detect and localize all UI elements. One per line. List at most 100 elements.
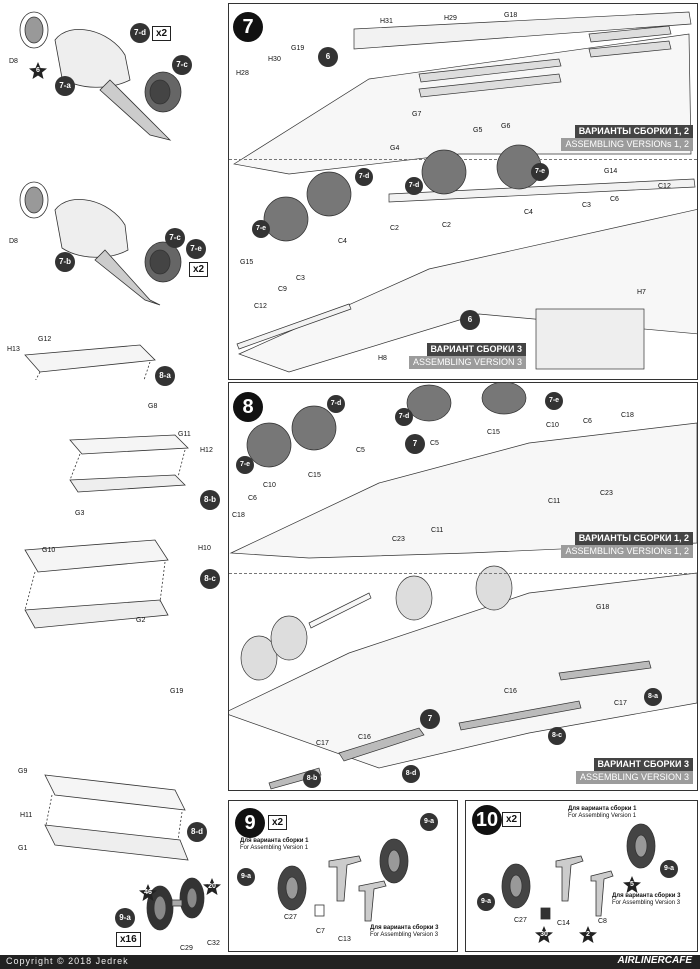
note-en: For Assembling Version 1 bbox=[568, 813, 637, 819]
part-label: G6 bbox=[501, 123, 511, 130]
brand-logo: AIRLINERCAFE bbox=[617, 955, 692, 966]
part-label: C16 bbox=[504, 688, 517, 695]
step-number: 10 bbox=[472, 805, 502, 835]
subassembly-badge: 9-a bbox=[420, 813, 438, 831]
part-label: C3 bbox=[582, 202, 591, 209]
subassembly-badge: 7-d bbox=[355, 168, 373, 186]
quantity-badge: x16 bbox=[116, 932, 141, 947]
subassembly-badge: 7-e bbox=[252, 220, 270, 238]
part-label: C12 bbox=[254, 303, 267, 310]
left-flap-diagrams bbox=[24, 434, 205, 931]
subassembly-badge: 8-b bbox=[303, 770, 321, 788]
part-label: G10 bbox=[42, 547, 56, 554]
part-label: G5 bbox=[473, 127, 483, 134]
part-label: C15 bbox=[487, 429, 500, 436]
subassembly-badge: 7-d bbox=[395, 408, 413, 426]
part-label: C16 bbox=[358, 734, 371, 741]
paint-ref-star: 46 bbox=[138, 884, 158, 902]
version-banner: ВАРИАНТЫ СБОРКИ 1, 2 ASSEMBLING VERSIONs… bbox=[545, 532, 693, 558]
banner-en: ASSEMBLING VERSIONs 1, 2 bbox=[561, 545, 693, 558]
part-label: C8 bbox=[598, 918, 607, 925]
divider bbox=[229, 159, 697, 160]
part-label: C11 bbox=[548, 498, 561, 505]
part-label: G9 bbox=[18, 768, 28, 775]
subassembly-badge: 7-c bbox=[165, 228, 185, 248]
part-label: C17 bbox=[316, 740, 329, 747]
note-ru: Для варианта сборки 1 bbox=[568, 806, 637, 812]
part-label: C4 bbox=[524, 209, 533, 216]
part-label: H10 bbox=[198, 545, 211, 552]
step-8-wing-drawing bbox=[229, 383, 697, 790]
part-label: C14 bbox=[557, 920, 570, 927]
quantity-badge: x2 bbox=[502, 812, 522, 827]
part-label: G4 bbox=[390, 145, 400, 152]
paint-ref-star: 2 bbox=[578, 926, 598, 944]
version-banner: ВАРИАНТЫ СБОРКИ 1, 2 ASSEMBLING VERSIONs… bbox=[545, 125, 693, 151]
paint-ref-star: 6 bbox=[28, 62, 48, 80]
quantity-badge: x2 bbox=[189, 262, 209, 277]
subassembly-badge: 7 bbox=[405, 434, 425, 454]
part-label: G18 bbox=[596, 604, 610, 611]
step-number: 7 bbox=[233, 12, 263, 42]
part-label: C27 bbox=[514, 917, 527, 924]
version-banner: ВАРИАНТ СБОРКИ 3 ASSEMBLING VERSION 3 bbox=[560, 758, 693, 784]
part-label: C7 bbox=[316, 928, 325, 935]
subassembly-badge: 7-e bbox=[545, 392, 563, 410]
subassembly-badge: 8-c bbox=[200, 569, 220, 589]
note-ru: Для варианта сборки 1 bbox=[240, 838, 309, 844]
part-label: G19 bbox=[170, 688, 184, 695]
part-label: C17 bbox=[614, 700, 627, 707]
step-number: 9 bbox=[235, 808, 265, 838]
subassembly-badge: 6 bbox=[460, 310, 480, 330]
part-label: C5 bbox=[356, 447, 365, 454]
part-label: G7 bbox=[412, 111, 422, 118]
part-label: C10 bbox=[546, 422, 559, 429]
part-label: C27 bbox=[284, 914, 297, 921]
version-banner: ВАРИАНТ СБОРКИ 3 ASSEMBLING VERSION 3 bbox=[400, 343, 526, 369]
copyright-text: Copyright © 2018 Jedrek bbox=[6, 956, 129, 966]
part-label: H8 bbox=[378, 355, 387, 362]
part-label: C12 bbox=[658, 183, 671, 190]
version-note: Для варианта сборки 3 For Assembling Ver… bbox=[370, 925, 438, 939]
banner-ru: ВАРИАНТ СБОРКИ 3 bbox=[426, 343, 526, 356]
subassembly-badge: 8-c bbox=[548, 727, 566, 745]
part-label: D8 bbox=[9, 58, 18, 65]
paint-ref-star: 20 bbox=[202, 878, 222, 896]
subassembly-badge: 8-d bbox=[402, 765, 420, 783]
version-note: Для варианта сборки 3 For Assembling Ver… bbox=[612, 893, 680, 907]
quantity-badge: x2 bbox=[268, 815, 288, 830]
step-8-panel bbox=[228, 382, 698, 791]
step-9-panel bbox=[228, 800, 458, 952]
part-label: G2 bbox=[136, 617, 146, 624]
part-label: C3 bbox=[296, 275, 305, 282]
part-label: G18 bbox=[504, 12, 518, 19]
part-label: G14 bbox=[604, 168, 618, 175]
part-label: H31 bbox=[380, 18, 393, 25]
part-label: C11 bbox=[431, 527, 444, 534]
part-label: H28 bbox=[236, 70, 249, 77]
part-label: H11 bbox=[20, 812, 33, 819]
part-label: C29 bbox=[180, 945, 193, 952]
subassembly-badge: 7 bbox=[420, 709, 440, 729]
part-label: G12 bbox=[38, 336, 52, 343]
part-label: H13 bbox=[7, 346, 20, 353]
banner-ru: ВАРИАНТЫ СБОРКИ 1, 2 bbox=[574, 125, 693, 138]
banner-en: ASSEMBLING VERSION 3 bbox=[575, 771, 693, 784]
left-engine-diagrams bbox=[19, 11, 182, 380]
note-en: For Assembling Version 3 bbox=[612, 900, 681, 906]
subassembly-badge: 6 bbox=[318, 47, 338, 67]
part-label: C9 bbox=[278, 286, 287, 293]
step-number: 8 bbox=[233, 392, 263, 422]
note-en: For Assembling Version 3 bbox=[370, 932, 439, 938]
part-label: C18 bbox=[621, 412, 634, 419]
subassembly-badge: 7-d bbox=[405, 177, 423, 195]
subassembly-badge: 7-e bbox=[531, 163, 549, 181]
subassembly-badge: 7-a bbox=[55, 76, 75, 96]
part-label: G11 bbox=[178, 431, 191, 438]
part-label: C15 bbox=[308, 472, 321, 479]
subassembly-badge: 7-d bbox=[130, 23, 150, 43]
banner-en: ASSEMBLING VERSION 3 bbox=[408, 356, 526, 369]
subassembly-badge: 9-a bbox=[477, 893, 495, 911]
part-label: C2 bbox=[442, 222, 451, 229]
subassembly-badge: 9-a bbox=[115, 908, 135, 928]
